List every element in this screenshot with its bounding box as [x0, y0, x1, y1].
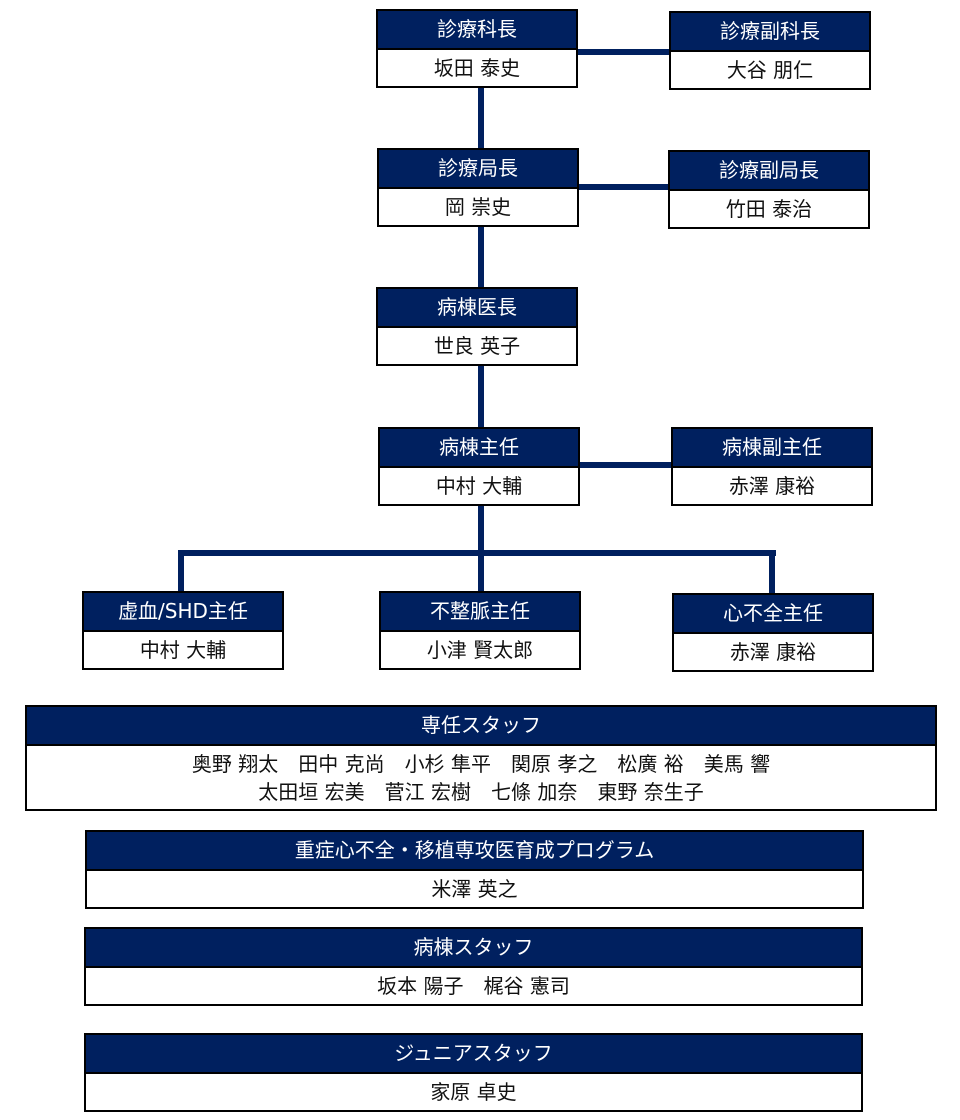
node-name: 岡 崇史	[444, 195, 512, 219]
group-title: 病棟スタッフ	[86, 929, 861, 968]
node-title: 心不全主任	[674, 595, 872, 634]
node-name: 中村 大輔	[139, 638, 227, 662]
node-ward-lead: 病棟主任中村 大輔	[378, 427, 580, 506]
node-title: 診療副科長	[671, 13, 869, 52]
node-name: 竹田 泰治	[725, 197, 813, 221]
node-name: 坂田 泰史	[433, 56, 521, 80]
group-junior-staff: ジュニアスタッフ家原 卓史	[84, 1033, 863, 1112]
connector-branch-horizontal	[178, 550, 776, 556]
node-title: 診療副局長	[670, 152, 868, 191]
node-name: 赤澤 康裕	[728, 474, 816, 498]
group-dedicated-staff: 専任スタッフ奥野 翔太 田中 克尚 小杉 隼平 関原 孝之 松廣 裕 美馬 響太…	[25, 705, 937, 811]
connector-branch-right	[769, 550, 775, 594]
group-members-line2: 太田垣 宏美 菅江 宏樹 七條 加奈 東野 奈生子	[258, 779, 704, 804]
node-director: 診療局長岡 崇史	[377, 148, 579, 227]
group-members-line1: 奥野 翔太 田中 克尚 小杉 隼平 関原 孝之 松廣 裕 美馬 響	[191, 751, 771, 776]
node-title: 診療局長	[379, 150, 577, 189]
group-members: 坂本 陽子 梶谷 憲司	[377, 974, 570, 998]
node-title: 病棟副主任	[673, 429, 871, 468]
connector-branch-left	[178, 550, 184, 592]
group-members: 家原 卓史	[430, 1080, 517, 1104]
node-ward-head: 病棟医長世良 英子	[376, 287, 578, 366]
group-ward-staff: 病棟スタッフ坂本 陽子 梶谷 憲司	[84, 927, 863, 1006]
connector-lead-vice	[578, 462, 672, 468]
node-chief: 診療科長坂田 泰史	[376, 9, 578, 88]
node-name: 世良 英子	[433, 334, 521, 358]
node-arrhythmia-lead: 不整脈主任小津 賢太郎	[379, 591, 581, 670]
node-title: 病棟医長	[378, 289, 576, 328]
node-ischemia-lead: 虚血/SHD主任中村 大輔	[82, 591, 284, 670]
group-title: ジュニアスタッフ	[86, 1035, 861, 1074]
node-title: 不整脈主任	[381, 593, 579, 632]
node-name: 中村 大輔	[435, 474, 523, 498]
group-members: 米澤 英之	[431, 877, 518, 901]
node-hf-lead: 心不全主任赤澤 康裕	[672, 593, 874, 672]
group-title: 重症心不全・移植専攻医育成プログラム	[87, 832, 862, 871]
group-title: 専任スタッフ	[27, 707, 935, 746]
group-program: 重症心不全・移植専攻医育成プログラム米澤 英之	[85, 830, 864, 909]
node-vice-chief: 診療副科長大谷 朋仁	[669, 11, 871, 90]
node-name: 大谷 朋仁	[726, 58, 814, 82]
node-title: 病棟主任	[380, 429, 578, 468]
connector-chief-vice	[576, 49, 670, 55]
node-vice-director: 診療副局長竹田 泰治	[668, 150, 870, 229]
node-name: 赤澤 康裕	[729, 640, 817, 664]
node-name: 小津 賢太郎	[426, 638, 534, 662]
node-title: 虚血/SHD主任	[84, 593, 282, 632]
node-ward-vice-lead: 病棟副主任赤澤 康裕	[671, 427, 873, 506]
node-title: 診療科長	[378, 11, 576, 50]
connector-director-vice	[577, 184, 669, 190]
